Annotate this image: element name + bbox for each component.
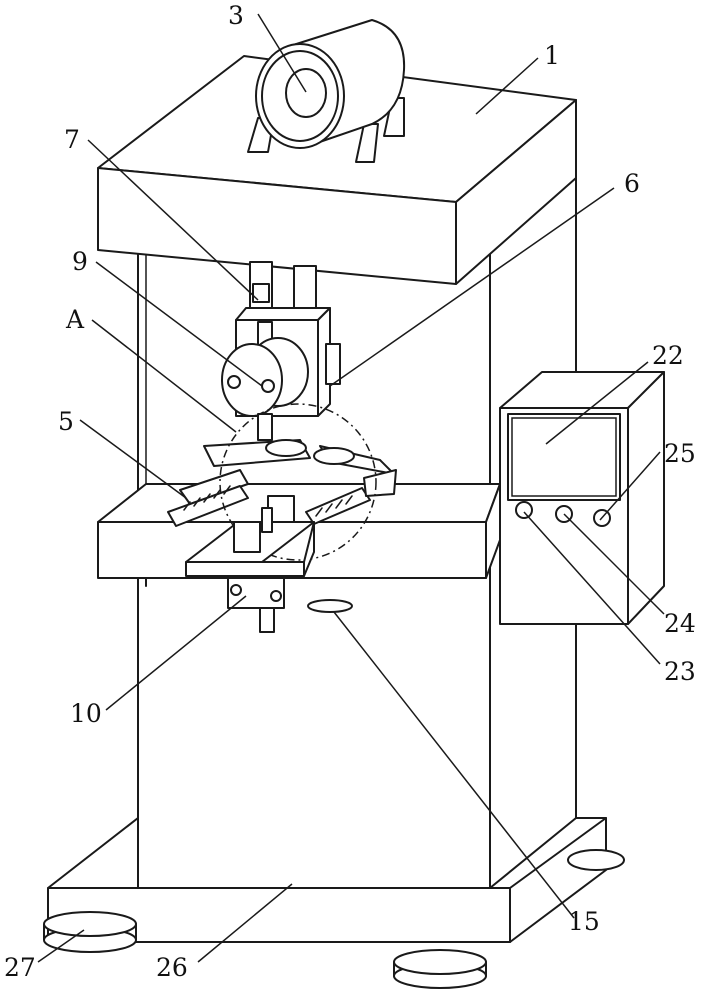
label-25: 25: [664, 439, 696, 468]
lower-pulley: [307, 599, 353, 613]
label-1: 1: [544, 41, 560, 70]
label-10: 10: [70, 699, 102, 728]
label-a: A: [65, 305, 85, 334]
label-23: 23: [664, 657, 696, 686]
label-7: 7: [64, 125, 80, 154]
label-27: 27: [4, 953, 36, 982]
clamp-block: [185, 507, 315, 633]
leader-lines: [37, 13, 665, 963]
lift-cylinders: [249, 261, 317, 317]
label-24: 24: [664, 609, 696, 638]
label-9: 9: [72, 247, 88, 276]
spindle-motor: [221, 337, 309, 441]
label-22: 22: [652, 341, 684, 370]
part-labels: 3 1 7 6 9 A 22 5 25 24 23 10 15 26 27: [4, 1, 696, 982]
label-26: 26: [156, 953, 188, 982]
control-box: [499, 371, 665, 625]
motor: [247, 19, 406, 163]
label-5: 5: [58, 407, 74, 436]
label-3: 3: [228, 1, 244, 30]
support-feet: [43, 849, 625, 989]
label-6: 6: [624, 169, 640, 198]
label-15: 15: [568, 907, 600, 936]
claw-assembly: [167, 439, 397, 529]
detail-a-circle: [219, 403, 377, 561]
